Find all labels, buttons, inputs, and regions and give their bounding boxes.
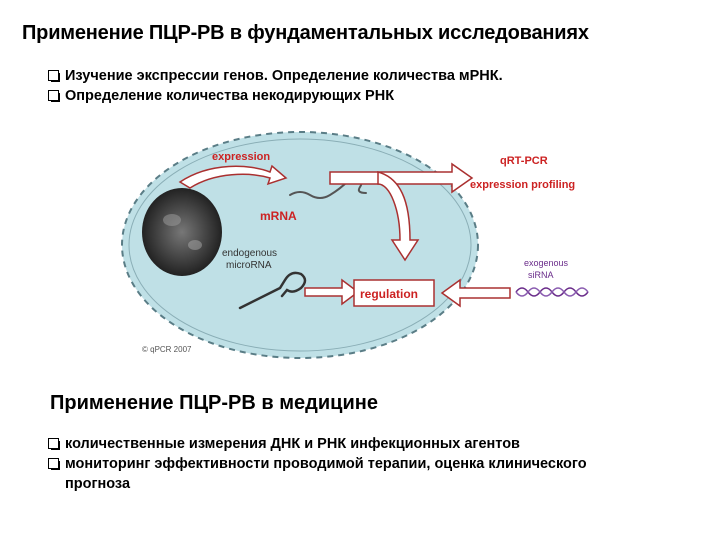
page-title: Применение ПЦР-РВ в фундаментальных иссл…: [22, 22, 589, 44]
nucleus-speckle: [163, 214, 181, 226]
bullet-text: Изучение экспрессии генов. Определение к…: [65, 68, 503, 84]
checkbox-bullet-icon: [48, 90, 60, 102]
research-bullet-list: Изучение экспрессии генов. Определение к…: [48, 66, 503, 106]
bullet-text: мониторинг эффективности проводимой тера…: [65, 456, 587, 492]
checkbox-bullet-icon: [48, 438, 60, 450]
expression-profiling-label: expression profiling: [470, 179, 575, 191]
bullet-text: Определение количества некодирующих РНК: [65, 88, 395, 104]
bullet-text: количественные измерения ДНК и РНК инфек…: [65, 436, 520, 452]
microrna-hairpin-icon: [238, 271, 307, 310]
expression-label: expression: [212, 151, 270, 163]
microrna-label: microRNA: [226, 260, 272, 271]
sirna-label: siRNA: [528, 270, 554, 280]
regulation-label: regulation: [360, 287, 418, 301]
mrna-label: mRNA: [260, 209, 297, 223]
list-item: мониторинг эффективности проводимой тера…: [48, 454, 608, 494]
expression-profiling-arrow: [329, 162, 474, 194]
nucleus-icon: [142, 188, 222, 276]
microrna-arrow: [304, 278, 360, 306]
checkbox-bullet-icon: [48, 458, 60, 470]
sirna-helix-strand: [515, 287, 589, 297]
regulation-down-arrow: [377, 171, 420, 262]
pcr-diagram: expression mRNA qRT-PCR expression profi…: [121, 131, 589, 359]
medicine-title: Применение ПЦР-РВ в медицине: [50, 392, 378, 414]
regulation-box: [353, 279, 435, 307]
exogenous-label: exogenous: [524, 258, 569, 268]
cell-membrane: [128, 138, 472, 352]
medicine-bullet-list: количественные измерения ДНК и РНК инфек…: [48, 434, 608, 494]
sirna-arrow: [440, 278, 511, 308]
qrtpcr-label: qRT-PCR: [500, 155, 548, 167]
list-item: Изучение экспрессии генов. Определение к…: [48, 66, 503, 86]
list-item: количественные измерения ДНК и РНК инфек…: [48, 434, 608, 454]
list-item: Определение количества некодирующих РНК: [48, 86, 503, 106]
endogenous-label: endogenous: [222, 248, 277, 259]
nucleus-speckle: [188, 240, 202, 250]
copyright-label: © qPCR 2007: [142, 345, 192, 354]
expression-arrow: [178, 164, 288, 189]
checkbox-bullet-icon: [48, 70, 60, 82]
